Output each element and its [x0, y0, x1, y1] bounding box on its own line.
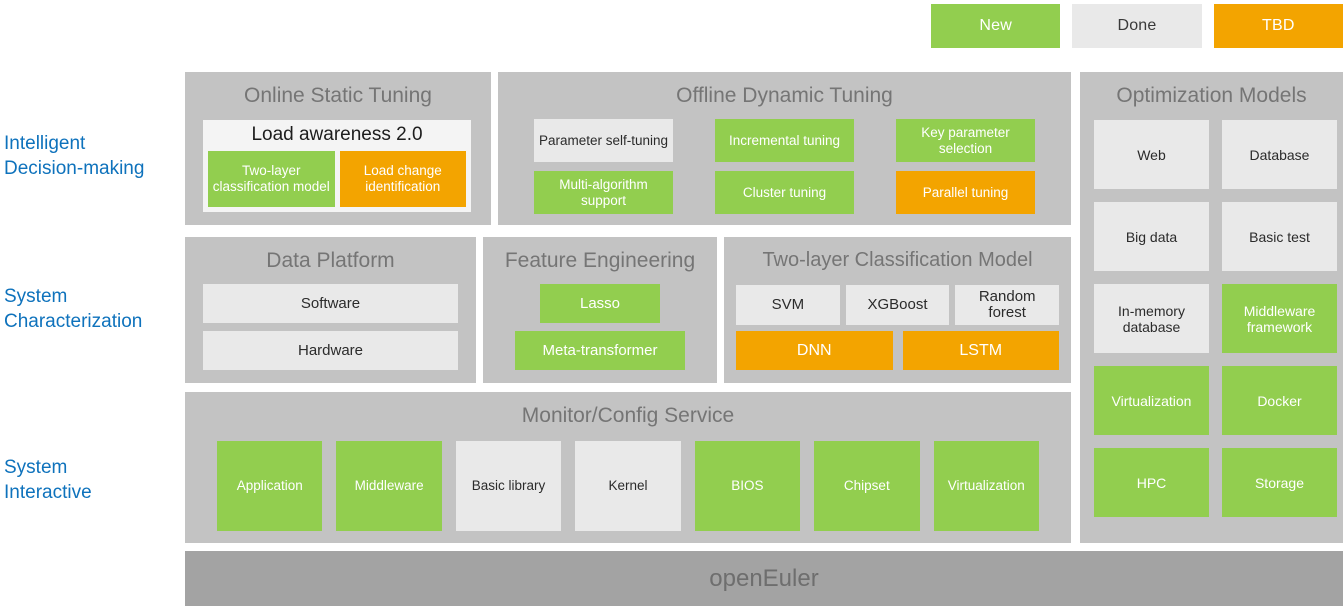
card-bios[interactable]: BIOS	[694, 441, 801, 531]
card-virtualization[interactable]: Virtualization	[933, 441, 1039, 531]
card-storage[interactable]: Storage	[1222, 448, 1337, 517]
footer-openeuler-label: openEuler	[709, 564, 819, 592]
card-docker[interactable]: Docker	[1222, 366, 1337, 435]
card-basic-library[interactable]: Basic library	[455, 441, 562, 531]
legend-chip-new-label: New	[979, 17, 1012, 34]
card-database[interactable]: Database	[1222, 120, 1337, 189]
card-load-change-identification[interactable]: Load change identification	[339, 151, 466, 207]
card-two-layer-classification-model[interactable]: Two-layer classification model	[208, 151, 335, 207]
panel-title-monitor-config-service: Monitor/Config Service	[521, 404, 735, 427]
panel-data-platform: Data Platform Software Hardware	[185, 237, 476, 383]
card-parallel-tuning[interactable]: Parallel tuning	[896, 171, 1035, 214]
layer-label-system-interactive: System Interactive	[4, 455, 179, 505]
card-kernel[interactable]: Kernel	[575, 441, 681, 531]
layer-label-system-characterization: System Characterization	[4, 284, 179, 334]
layer-label-intelligent-decision-making: Intelligent Decision-making	[4, 131, 179, 181]
panel-two-layer-classification-model: Two-layer Classification Model SVM XGBoo…	[724, 237, 1071, 383]
legend-chip-new[interactable]: New	[931, 4, 1061, 48]
card-software[interactable]: Software	[203, 284, 458, 323]
legend-chip-tbd[interactable]: TBD	[1213, 4, 1343, 48]
layer-label-intelligent-line2: Decision-making	[4, 158, 145, 179]
card-big-data[interactable]: Big data	[1094, 202, 1209, 271]
card-hpc[interactable]: HPC	[1094, 448, 1209, 517]
card-xgboost[interactable]: XGBoost	[845, 285, 950, 325]
card-middleware[interactable]: Middleware	[336, 441, 442, 531]
card-in-memory-database[interactable]: In-memory database	[1094, 284, 1209, 353]
card-meta-transformer[interactable]: Meta-transformer	[515, 331, 685, 370]
card-incremental-tuning[interactable]: Incremental tuning	[715, 119, 854, 162]
panel-title-feature-engineering: Feature Engineering	[504, 249, 696, 272]
card-hardware[interactable]: Hardware	[203, 331, 458, 370]
status-legend: New Done TBD	[931, 4, 1343, 48]
card-dnn[interactable]: DNN	[736, 331, 893, 370]
panel-title-offline-dynamic-tuning: Offline Dynamic Tuning	[676, 84, 893, 107]
card-lstm[interactable]: LSTM	[902, 331, 1059, 370]
card-random-forest[interactable]: Random forest	[955, 285, 1060, 325]
panel-monitor-config-service: Monitor/Config Service Application Middl…	[185, 392, 1071, 543]
card-application[interactable]: Application	[217, 441, 323, 531]
card-lasso[interactable]: Lasso	[540, 284, 660, 323]
layer-label-characterization-line2: Characterization	[4, 311, 143, 332]
legend-chip-done[interactable]: Done	[1072, 4, 1202, 48]
legend-chip-done-label: Done	[1117, 17, 1157, 34]
card-parameter-self-tuning[interactable]: Parameter self-tuning	[534, 119, 673, 162]
card-virtualization-model[interactable]: Virtualization	[1094, 366, 1209, 435]
card-svm[interactable]: SVM	[736, 285, 840, 325]
card-cluster-tuning[interactable]: Cluster tuning	[715, 171, 854, 214]
panel-title-two-layer-classification-model: Two-layer Classification Model	[762, 249, 1033, 271]
panel-title-optimization-models: Optimization Models	[1116, 84, 1307, 107]
card-middleware-framework[interactable]: Middleware framework	[1222, 284, 1337, 353]
layer-label-interactive-line2: Interactive	[4, 482, 92, 503]
layer-label-intelligent-line1: Intelligent	[4, 133, 86, 154]
group-title-load-awareness: Load awareness 2.0	[251, 124, 423, 145]
card-key-parameter-selection[interactable]: Key parameter selection	[896, 119, 1035, 162]
layer-label-interactive-line1: System	[4, 457, 68, 478]
card-multi-algorithm-support[interactable]: Multi-algorithm support	[534, 171, 673, 214]
panel-title-data-platform: Data Platform	[266, 249, 395, 272]
panel-feature-engineering: Feature Engineering Lasso Meta-transform…	[483, 237, 717, 383]
panel-offline-dynamic-tuning: Offline Dynamic Tuning Parameter self-tu…	[498, 72, 1071, 225]
group-load-awareness: Load awareness 2.0 Two-layer classificat…	[203, 120, 471, 212]
panel-optimization-models: Optimization Models Web Database Big dat…	[1080, 72, 1343, 543]
layer-label-characterization-line1: System	[4, 286, 68, 307]
card-chipset[interactable]: Chipset	[814, 441, 920, 531]
panel-online-static-tuning: Online Static Tuning Load awareness 2.0 …	[185, 72, 491, 225]
footer-openeuler: openEuler	[185, 551, 1343, 606]
panel-title-online-static-tuning: Online Static Tuning	[244, 84, 432, 107]
legend-chip-tbd-label: TBD	[1262, 17, 1295, 34]
card-web[interactable]: Web	[1094, 120, 1209, 189]
card-basic-test[interactable]: Basic test	[1222, 202, 1337, 271]
